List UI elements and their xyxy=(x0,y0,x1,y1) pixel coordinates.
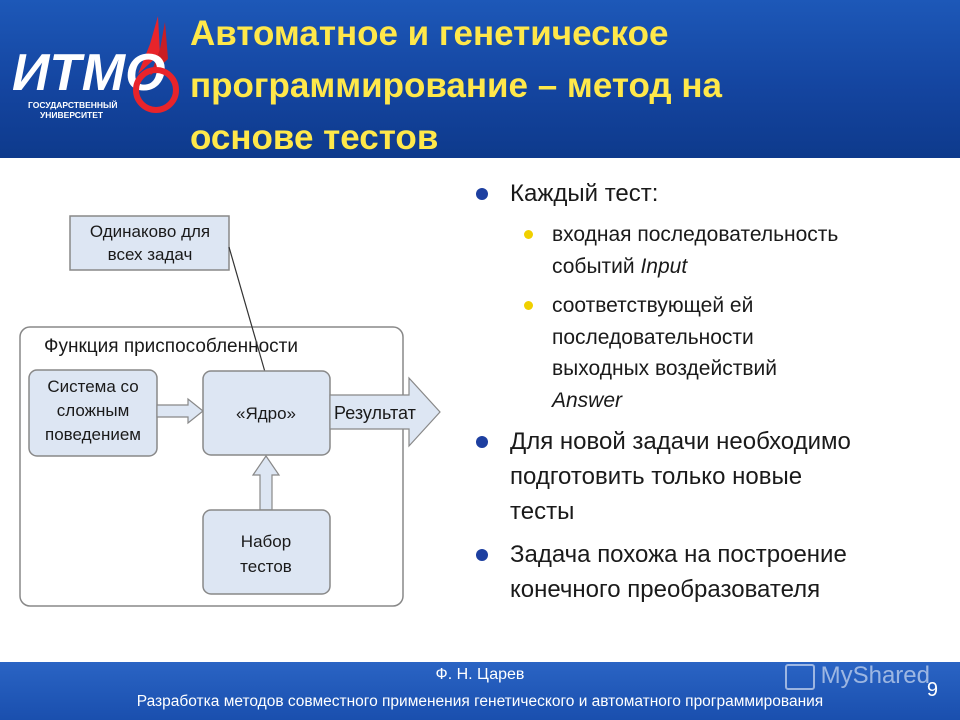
system-line-3: поведением xyxy=(45,425,141,444)
watermark: MyShared xyxy=(784,662,930,690)
bullet-new-task-line-2: подготовить только новые xyxy=(510,463,803,490)
top-note-line-1: Одинаково для xyxy=(90,222,210,241)
sub-bullet-input-prefix: событий xyxy=(552,254,641,278)
system-to-core-arrow xyxy=(156,397,204,425)
bullet-dot-icon xyxy=(476,436,488,448)
core-label: «Ядро» xyxy=(236,404,296,423)
sub-bullet-answer-line-2: последовательности xyxy=(552,325,754,349)
top-note-line-2: всех задач xyxy=(108,245,193,264)
slideshow-icon xyxy=(784,663,815,690)
logo-sub2: УНИВЕРСИТЕТ xyxy=(40,110,104,120)
bullet-new-task-line-1: Для новой задачи необходимо xyxy=(510,428,851,455)
bullet-dot-icon xyxy=(476,188,488,200)
bullet-dot-icon xyxy=(476,549,488,561)
slide-title: Автоматное и генетическое программирован… xyxy=(190,8,950,164)
bullet-list: Каждый тест: входная последовательность … xyxy=(474,176,944,615)
result-label: Результат xyxy=(334,403,416,423)
footer-author: Ф. Н. Царев xyxy=(435,666,525,683)
note-connector-line xyxy=(228,246,266,373)
slide-header: ИТМО ГОСУДАРСТВЕННЫЙ УНИВЕРСИТЕТ Автомат… xyxy=(0,0,960,158)
sub-bullet-answer-line-1: соответствующей ей xyxy=(552,294,754,317)
logo-text: ИТМО xyxy=(12,44,166,102)
bullet-each-test-text: Каждый тест: xyxy=(510,180,659,207)
sub-bullet-list: входная последовательность событий Input… xyxy=(474,219,944,416)
sub-bullet-input-line-1: входная последовательность xyxy=(552,223,839,246)
tests-line-2: тестов xyxy=(240,557,292,576)
sub-bullet-answer: соответствующей ей последовательности вы… xyxy=(474,290,944,416)
bullet-transducer: Задача похожа на построение конечного пр… xyxy=(474,537,944,607)
sub-bullet-input-line-2: событий Input xyxy=(552,251,944,283)
logo-flame-shape-2 xyxy=(150,22,168,76)
sub-bullet-dot-icon xyxy=(524,230,533,239)
bullet-transducer-line-1: Задача похожа на построение xyxy=(510,541,847,568)
watermark-text: MyShared xyxy=(820,662,930,689)
fitness-function-diagram: Функция приспособленности Одинаково для … xyxy=(19,215,441,607)
tests-box xyxy=(202,509,331,595)
title-line-2: программирование – метод на xyxy=(190,66,722,105)
logo-sub1: ГОСУДАРСТВЕННЫЙ xyxy=(28,99,118,110)
footer-title: Разработка методов совместного применени… xyxy=(136,693,824,710)
sub-bullet-answer-italic: Answer xyxy=(552,388,623,412)
sub-bullet-input-italic: Input xyxy=(640,254,688,278)
sub-bullet-input: входная последовательность событий Input xyxy=(474,219,944,282)
logo-flame-shape xyxy=(138,16,160,74)
frame-label: Функция приспособленности xyxy=(44,336,298,357)
itmo-logo: ИТМО ГОСУДАРСТВЕННЫЙ УНИВЕРСИТЕТ xyxy=(12,16,179,120)
sub-bullet-answer-line-3: выходных воздействий xyxy=(552,357,777,380)
bullet-new-task: Для новой задачи необходимо подготовить … xyxy=(474,424,944,529)
bullet-each-test: Каждый тест: xyxy=(474,176,944,211)
page-number: 9 xyxy=(926,679,938,701)
system-line-2: сложным xyxy=(57,401,130,420)
title-line-3: основе тестов xyxy=(190,118,439,157)
sub-bullet-dot-icon xyxy=(524,301,533,310)
tests-to-core-arrow xyxy=(251,454,281,511)
slide-footer: Ф. Н. Царев Разработка методов совместно… xyxy=(0,662,960,720)
top-note-box xyxy=(69,215,230,271)
bullet-new-task-line-3: тесты xyxy=(510,498,575,525)
tests-line-1: Набор xyxy=(241,532,291,551)
title-line-1: Автоматное и генетическое xyxy=(190,14,669,53)
result-arrow xyxy=(329,376,441,448)
system-line-1: Система со xyxy=(47,377,138,396)
bullet-transducer-line-2: конечного преобразователя xyxy=(510,576,821,603)
logo-ring xyxy=(133,67,179,113)
